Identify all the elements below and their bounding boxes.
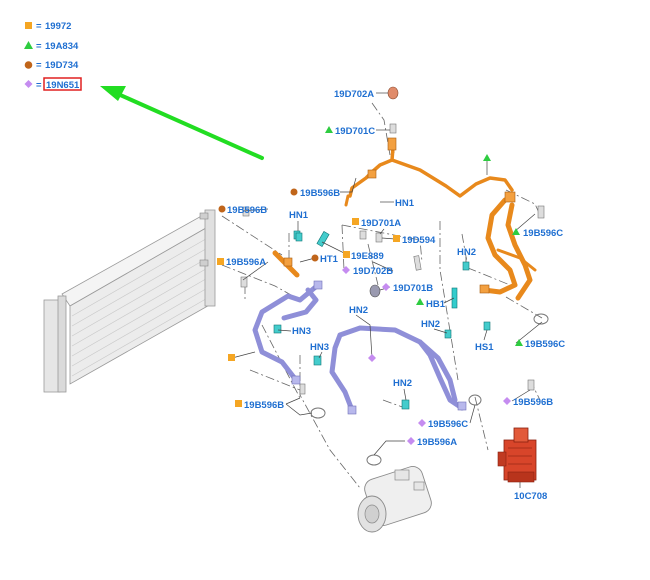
label-HN2-center[interactable]: HN2 [421, 319, 440, 330]
label-HN1-left[interactable]: HN1 [289, 210, 309, 221]
legend-eq: = [36, 41, 42, 52]
triangle-icon [515, 339, 523, 346]
label-19B596B-low[interactable]: 19B596B [244, 400, 284, 411]
arrow-head-icon [100, 86, 126, 101]
label-19E889[interactable]: 19E889 [351, 251, 384, 262]
diamond-icon [368, 354, 376, 362]
callout-markers [217, 126, 523, 445]
legend-triangle-icon [24, 41, 33, 49]
triangle-icon [512, 228, 520, 235]
green-arrow [100, 86, 264, 160]
triangle-icon [416, 298, 424, 305]
label-19D701A[interactable]: 19D701A [361, 218, 401, 229]
small-fittings [240, 86, 549, 466]
circle-icon [311, 254, 319, 262]
lavender-hose [252, 282, 465, 413]
square-icon [343, 251, 350, 258]
label-19B596B-right[interactable]: 19B596B [513, 397, 553, 408]
part-labels: 19D702A 19D701C 19B596B HN1 19B596B HN1 … [226, 89, 565, 502]
legend: = 19972 = 19A834 = 19D734 = 19N651 [24, 21, 82, 91]
label-HT1[interactable]: HT1 [320, 254, 339, 265]
legend-eq: = [36, 80, 42, 91]
legend-eq: = [36, 21, 42, 32]
square-icon [228, 354, 235, 361]
label-19D594[interactable]: 19D594 [402, 235, 436, 246]
label-19B596B-top[interactable]: 19B596B [300, 188, 340, 199]
orange-fittings [272, 137, 516, 294]
circle-icon [290, 188, 298, 196]
label-19B596A-low[interactable]: 19B596A [417, 437, 457, 448]
legend-square-icon [25, 22, 32, 29]
legend-label-19A834[interactable]: 19A834 [45, 41, 79, 52]
diamond-icon [503, 397, 511, 405]
label-19B596C-top[interactable]: 19B596C [523, 228, 563, 239]
orange-hose [344, 146, 537, 301]
legend-eq: = [36, 60, 42, 71]
label-19D702B[interactable]: 19D702B [353, 266, 393, 277]
square-icon [393, 235, 400, 242]
circle-icon [218, 205, 226, 213]
square-icon [352, 218, 359, 225]
diamond-icon [382, 283, 390, 291]
label-HN2-low[interactable]: HN2 [393, 378, 412, 389]
legend-label-19D734[interactable]: 19D734 [45, 60, 79, 71]
label-HS1[interactable]: HS1 [475, 342, 494, 353]
legend-circle-icon [24, 61, 33, 69]
legend-diamond-icon [24, 80, 33, 88]
label-HB1[interactable]: HB1 [426, 299, 446, 310]
label-HN3-a[interactable]: HN3 [292, 326, 311, 337]
label-19D702A[interactable]: 19D702A [334, 89, 374, 100]
triangle-icon [325, 126, 333, 133]
diamond-icon [342, 266, 350, 274]
label-HN3-b[interactable]: HN3 [310, 342, 329, 353]
condenser [43, 209, 216, 393]
label-19B596C-right[interactable]: 19B596C [525, 339, 565, 350]
label-19D701C[interactable]: 19D701C [335, 126, 375, 137]
label-19B596C-low[interactable]: 19B596C [428, 419, 468, 430]
square-icon [235, 400, 242, 407]
heater-10C708 [497, 427, 537, 483]
label-HN2-right[interactable]: HN2 [457, 247, 476, 258]
label-19D701B[interactable]: 19D701B [393, 283, 433, 294]
label-HN2-mid[interactable]: HN2 [349, 305, 368, 316]
label-10C708[interactable]: 10C708 [514, 491, 547, 502]
square-icon [217, 258, 224, 265]
triangle-icon [483, 154, 491, 161]
label-19B596A-left[interactable]: 19B596A [226, 257, 266, 268]
center-lines [221, 102, 543, 489]
diamond-icon [407, 437, 415, 445]
legend-highlight-box [43, 77, 82, 91]
label-19B596B-left[interactable]: 19B596B [227, 205, 267, 216]
diamond-icon [418, 419, 426, 427]
label-HN1-right[interactable]: HN1 [395, 198, 415, 209]
legend-label-19972[interactable]: 19972 [45, 21, 71, 32]
legend-label-19N651[interactable]: 19N651 [46, 80, 80, 91]
compressor [357, 466, 432, 533]
